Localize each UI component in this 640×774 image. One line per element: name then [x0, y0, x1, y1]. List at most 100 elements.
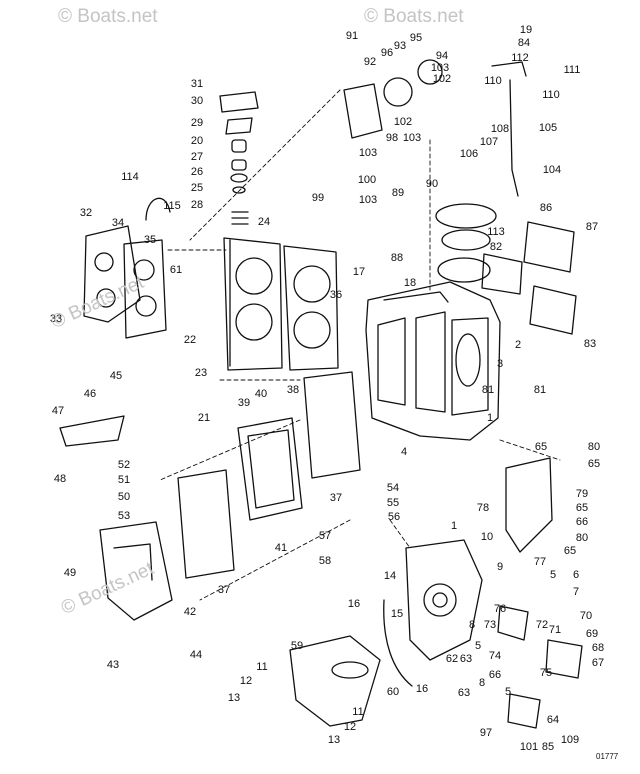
part-callout-5: 5 [550, 569, 556, 581]
part-callout-40: 40 [255, 388, 267, 400]
part-callout-34: 34 [112, 217, 124, 229]
part-callout-110: 110 [542, 89, 560, 101]
part-callout-72: 72 [536, 619, 548, 631]
part-callout-43: 43 [107, 659, 119, 671]
part-callout-5: 5 [475, 640, 481, 652]
part-callout-30: 30 [191, 95, 203, 107]
part-callout-47: 47 [52, 405, 64, 417]
part-callout-7: 7 [573, 586, 579, 598]
part-callout-13: 13 [228, 692, 240, 704]
part-callout-13: 13 [328, 734, 340, 746]
part-callout-68: 68 [592, 642, 604, 654]
catalog-code: 01777 [596, 752, 619, 761]
part-callout-87: 87 [586, 221, 598, 233]
part-callout-51: 51 [118, 474, 130, 486]
part-callout-50: 50 [118, 491, 130, 503]
part-callout-81: 81 [534, 384, 546, 396]
part-callout-103: 103 [431, 62, 449, 74]
bypass-cover-part [481, 221, 577, 335]
part-callout-36: 36 [330, 289, 342, 301]
part-callout-21: 21 [198, 412, 210, 424]
part-callout-114: 114 [121, 171, 139, 183]
part-callout-106: 106 [460, 148, 478, 160]
part-callout-65: 65 [564, 545, 576, 557]
part-callout-79: 79 [576, 488, 588, 500]
part-callout-64: 64 [547, 714, 559, 726]
part-callout-56: 56 [388, 511, 400, 523]
part-callout-98: 98 [386, 132, 398, 144]
part-callout-62: 62 [446, 653, 458, 665]
part-callout-110: 110 [484, 75, 502, 87]
part-callout-31: 31 [191, 78, 203, 90]
part-callout-22: 22 [184, 334, 196, 346]
part-callout-11: 11 [256, 661, 267, 673]
part-callout-55: 55 [387, 497, 399, 509]
lower-crankcase-part [383, 539, 483, 687]
part-callout-11: 11 [352, 706, 363, 718]
part-callout-41: 41 [275, 542, 287, 554]
part-callout-48: 48 [54, 473, 66, 485]
part-callout-80: 80 [588, 441, 600, 453]
part-callout-96: 96 [381, 47, 393, 59]
part-callout-73: 73 [484, 619, 496, 631]
part-callout-8: 8 [469, 619, 475, 631]
part-callout-102: 102 [394, 116, 412, 128]
part-callout-12: 12 [240, 675, 252, 687]
part-callout-61: 61 [170, 264, 182, 276]
part-callout-74: 74 [489, 650, 501, 662]
cylinder-block-part [365, 281, 501, 441]
part-callout-44: 44 [190, 649, 202, 661]
part-callout-91: 91 [346, 30, 358, 42]
part-callout-39: 39 [238, 397, 250, 409]
part-callout-101: 101 [520, 741, 538, 753]
part-callout-6: 6 [573, 569, 579, 581]
part-callout-99: 99 [312, 192, 324, 204]
head-gasket-part [283, 245, 339, 371]
part-callout-38: 38 [287, 384, 299, 396]
part-callout-2: 2 [515, 339, 521, 351]
part-callout-8: 8 [479, 677, 485, 689]
part-callout-15: 15 [391, 608, 403, 620]
leader-lines [159, 89, 561, 601]
part-callout-76: 76 [494, 603, 506, 615]
part-callout-4: 4 [401, 446, 407, 458]
part-callout-58: 58 [319, 555, 331, 567]
part-callout-18: 18 [404, 277, 416, 289]
part-callout-82: 82 [490, 241, 502, 253]
part-callout-60: 60 [387, 686, 399, 698]
part-callout-80: 80 [576, 532, 588, 544]
part-callout-108: 108 [491, 123, 509, 135]
part-callout-93: 93 [394, 40, 406, 52]
part-callout-5: 5 [505, 686, 511, 698]
part-callout-65: 65 [535, 441, 547, 453]
part-callout-75: 75 [540, 667, 552, 679]
part-callout-19: 19 [520, 24, 532, 36]
part-callout-103: 103 [359, 194, 377, 206]
part-callout-88: 88 [391, 252, 403, 264]
part-callout-90: 90 [426, 178, 438, 190]
part-callout-26: 26 [191, 166, 203, 178]
part-callout-35: 35 [144, 234, 156, 246]
part-callout-25: 25 [191, 182, 203, 194]
part-callout-113: 113 [487, 226, 505, 238]
part-callout-16: 16 [416, 683, 428, 695]
part-callout-28: 28 [191, 199, 203, 211]
seal-ring-part [435, 203, 497, 283]
part-callout-37: 37 [330, 492, 342, 504]
part-callout-49: 49 [64, 567, 76, 579]
exhaust-cover-part [237, 417, 303, 521]
part-callout-53: 53 [118, 510, 130, 522]
part-callout-105: 105 [539, 122, 557, 134]
part-callout-115: 115 [163, 200, 181, 212]
part-callout-32: 32 [80, 207, 92, 219]
part-callout-42: 42 [184, 606, 196, 618]
part-callout-63: 63 [460, 653, 472, 665]
part-callout-20: 20 [191, 135, 203, 147]
part-callout-103: 103 [359, 147, 377, 159]
part-callout-65: 65 [588, 458, 600, 470]
part-callout-52: 52 [118, 459, 130, 471]
part-callout-111: 111 [564, 64, 581, 76]
part-callout-86: 86 [540, 202, 552, 214]
